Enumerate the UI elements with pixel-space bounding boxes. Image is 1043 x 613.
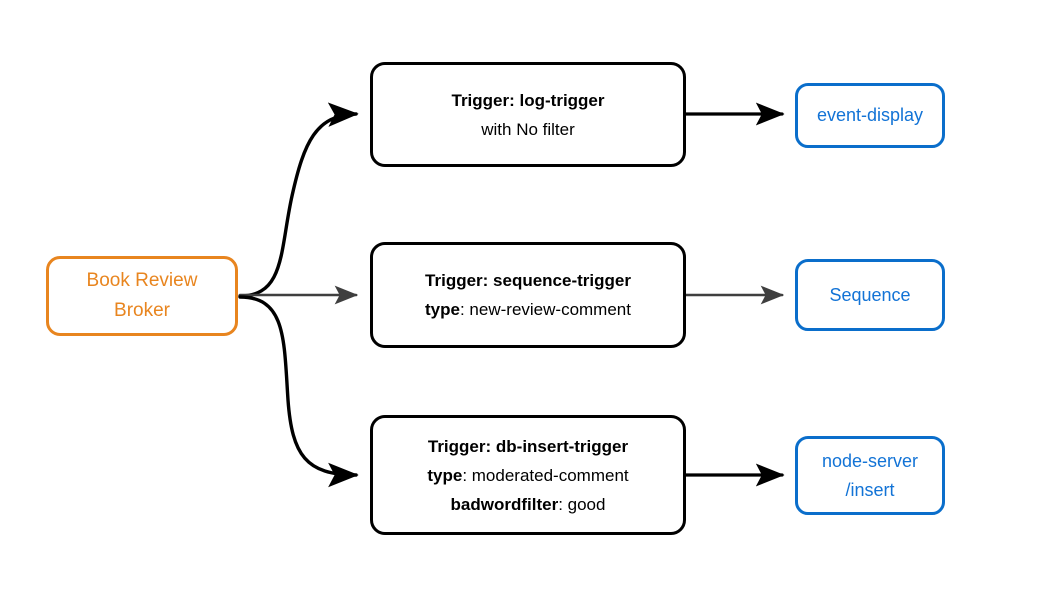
node-book-review-broker[interactable]: Book Review Broker	[46, 256, 238, 336]
trigger-log-line2-value: with No filter	[481, 119, 575, 139]
broker-label-line1: Book Review	[86, 270, 198, 291]
edge-broker-to-log-trigger	[238, 102, 359, 298]
trigger-db-line2-key: type	[427, 465, 463, 485]
trigger-log-line2: with No filter	[481, 115, 575, 144]
trigger-log-line1: Trigger: log-trigger	[451, 90, 605, 110]
trigger-sequence-line2: type: new-review-comment	[425, 295, 631, 324]
trigger-db-line2-value: : moderated-comment	[462, 465, 629, 485]
node-target-sequence[interactable]: Sequence	[795, 259, 945, 331]
target-node-server-label-line1: node-server	[821, 450, 919, 471]
node-trigger-sequence-trigger[interactable]: Trigger: sequence-trigger type: new-revi…	[370, 242, 686, 348]
target-node-server-label-line2: /insert	[845, 479, 895, 500]
trigger-sequence-line1: Trigger: sequence-trigger	[425, 271, 631, 290]
node-target-event-display[interactable]: event-display	[795, 83, 945, 148]
node-target-node-server-insert[interactable]: node-server /insert	[795, 436, 945, 515]
trigger-db-line3-value: : good	[558, 494, 606, 514]
trigger-sequence-line2-value: : new-review-comment	[459, 300, 631, 319]
node-trigger-db-insert-trigger[interactable]: Trigger: db-insert-trigger type: moderat…	[370, 415, 686, 535]
target-sequence-label: Sequence	[829, 284, 911, 305]
trigger-db-line2: type: moderated-comment	[427, 461, 628, 490]
trigger-db-line3: badwordfilter: good	[451, 490, 606, 519]
edge-broker-to-db-insert-trigger	[238, 295, 359, 488]
trigger-db-line3-key: badwordfilter	[450, 494, 559, 514]
trigger-sequence-line2-key: type	[425, 300, 460, 319]
trigger-db-line1: Trigger: db-insert-trigger	[427, 436, 629, 456]
broker-label-line2: Broker	[114, 300, 170, 321]
node-trigger-log-trigger[interactable]: Trigger: log-trigger with No filter	[370, 62, 686, 167]
target-event-display-label: event-display	[816, 105, 924, 125]
